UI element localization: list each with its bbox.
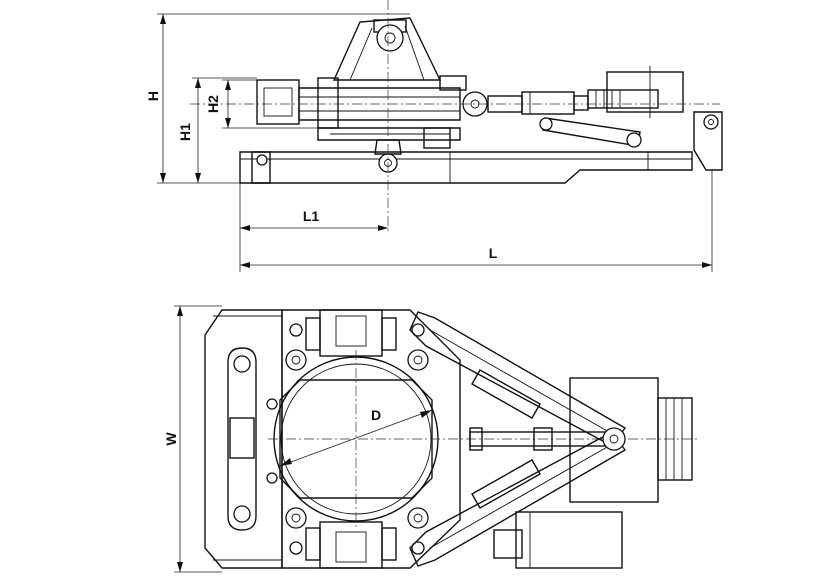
side-view bbox=[190, 0, 723, 232]
apex-pivot bbox=[602, 427, 626, 451]
bolt bbox=[407, 507, 429, 529]
top-view: D bbox=[204, 309, 700, 569]
main-body-plate bbox=[281, 309, 461, 569]
upper-arm bbox=[409, 311, 627, 447]
diameter-line bbox=[279, 409, 433, 467]
lower-arm bbox=[409, 431, 627, 567]
bolt bbox=[407, 349, 429, 371]
top-clamp-block bbox=[319, 309, 383, 357]
bottom-clamp-block bbox=[319, 521, 383, 569]
dimensions-side: H H1 H2 L1 L bbox=[145, 13, 713, 272]
brace-cylinder bbox=[542, 117, 641, 147]
dim-label-H2: H2 bbox=[205, 95, 221, 113]
motor-housing bbox=[606, 71, 684, 113]
lever-beam bbox=[298, 87, 461, 121]
bolt bbox=[285, 507, 307, 529]
dim-label-H1: H1 bbox=[177, 123, 193, 141]
dim-label-L: L bbox=[489, 245, 498, 261]
main-plate bbox=[317, 127, 461, 141]
end-hook bbox=[693, 111, 723, 171]
dim-label-W: W bbox=[163, 432, 179, 446]
slot-link bbox=[227, 347, 257, 531]
dimension-width: W bbox=[163, 305, 222, 573]
dim-label-H: H bbox=[145, 91, 161, 101]
dim-label-L1: L1 bbox=[303, 208, 320, 224]
block-housing bbox=[256, 79, 300, 125]
tower-frame bbox=[332, 17, 442, 81]
dim-label-D: D bbox=[371, 407, 381, 423]
bolt bbox=[285, 349, 307, 371]
base-frame bbox=[239, 151, 693, 184]
lower-right-box bbox=[515, 511, 623, 569]
